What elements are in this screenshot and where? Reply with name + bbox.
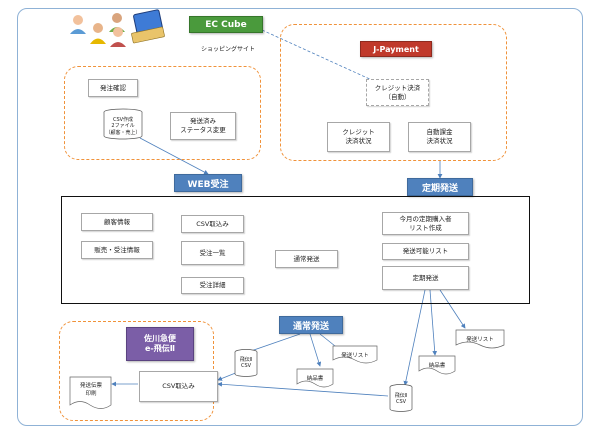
arrow-tsujo-to-delivery1 bbox=[309, 333, 322, 367]
ship-list-doc-icon-2 bbox=[455, 329, 505, 349]
jpayment-group bbox=[280, 24, 507, 161]
status-change-box: 発送済み ステータス変更 bbox=[170, 112, 236, 140]
csv-import-box: CSV取込み bbox=[181, 215, 244, 233]
arrow-regular-to-list2 bbox=[439, 289, 466, 329]
delivery-note-label-2: 納品書 bbox=[428, 363, 446, 369]
normal-ship-box: 通常発送 bbox=[275, 250, 338, 268]
order-confirm-group bbox=[64, 66, 261, 160]
ship-list-label-1: 発送リスト bbox=[341, 353, 369, 359]
csv-make-label: CSV作成 2ファイル （顧客・売上） bbox=[105, 117, 141, 136]
delivery-doc-icon-2 bbox=[418, 355, 456, 375]
ec-cube-subtitle: ショッピングサイト bbox=[200, 46, 255, 53]
arrow-regular-to-csv2 bbox=[403, 289, 426, 386]
normal-ship-tag: 通常発送 bbox=[279, 316, 343, 334]
hiden-csv-cylinder-icon-1 bbox=[234, 349, 258, 377]
credit-status-box: クレジット 決済状況 bbox=[327, 122, 390, 152]
auto-billing-status-box: 自動課金 決済状況 bbox=[408, 122, 471, 152]
jpayment-title: J-Payment bbox=[360, 41, 432, 57]
monthly-list-box: 今月の定期購入者 リスト作成 bbox=[382, 212, 469, 235]
waybill-doc-icon bbox=[69, 376, 112, 409]
sagawa-title: 佐川急便 e-飛伝Ⅱ bbox=[126, 327, 194, 361]
shippable-list-box: 発送可能リスト bbox=[382, 243, 469, 260]
regular-ship-tag: 定期発送 bbox=[407, 178, 473, 196]
credit-auto-box: クレジット決済 （自動） bbox=[366, 79, 429, 106]
computer-icon bbox=[131, 9, 165, 44]
order-detail-box: 受注詳細 bbox=[181, 277, 244, 294]
waybill-print-label: 発送伝票 印刷 bbox=[79, 383, 102, 397]
order-confirm-box: 発注確認 bbox=[88, 79, 138, 97]
customer-info-box: 顧客情報 bbox=[81, 213, 153, 231]
web-order-tag: WEB受注 bbox=[174, 174, 242, 192]
delivery-note-label-1: 納品書 bbox=[306, 376, 324, 382]
arrow-ec-to-jpay bbox=[261, 29, 386, 87]
regular-ship-box: 定期発送 bbox=[382, 266, 469, 290]
arrow-csv2-to-import bbox=[217, 381, 389, 397]
order-list-box: 受注一覧 bbox=[181, 241, 244, 265]
ec-cube-title: EC Cube bbox=[189, 16, 263, 33]
sagawa-csv-import-box: CSV取込み bbox=[139, 371, 218, 402]
hiden-csv-cylinder-icon-2 bbox=[389, 384, 413, 412]
sales-order-info-box: 販売・受注情報 bbox=[81, 241, 153, 259]
hiden-csv-label-2: 飛伝Ⅱ CSV bbox=[394, 393, 408, 405]
people-group-icon bbox=[70, 13, 126, 47]
hiden-csv-label-1: 飛伝Ⅱ CSV bbox=[239, 357, 253, 369]
main-system-box bbox=[61, 196, 530, 304]
arrow-regular-to-delivery2 bbox=[429, 289, 438, 356]
ship-list-label-2: 発送リスト bbox=[466, 337, 494, 343]
csv-cylinder-icon bbox=[103, 108, 143, 140]
diagram-frame bbox=[17, 8, 583, 426]
ship-list-doc-icon-1 bbox=[332, 345, 378, 364]
arrow-csv-to-web bbox=[139, 137, 209, 175]
delivery-doc-icon-1 bbox=[296, 368, 334, 388]
